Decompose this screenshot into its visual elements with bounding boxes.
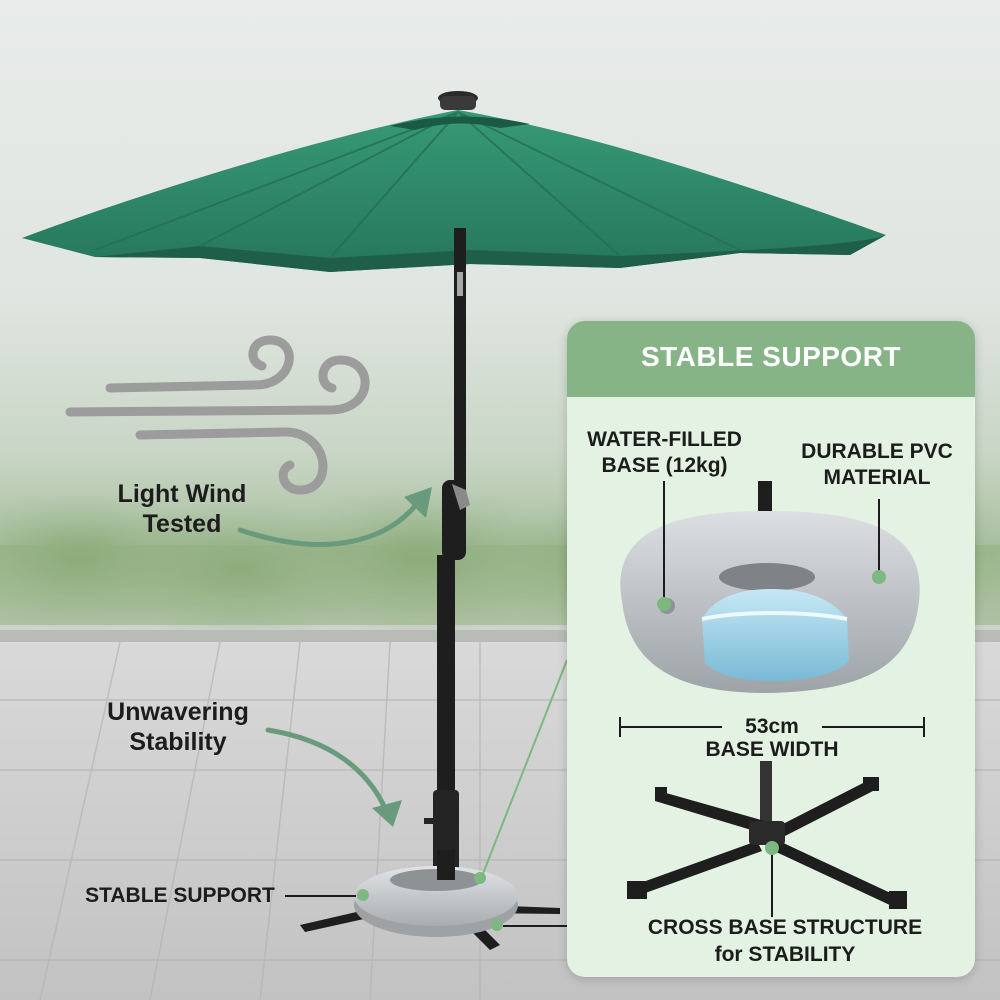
water-bag-icon bbox=[620, 481, 920, 693]
cross-base-line2: for STABILITY bbox=[714, 943, 856, 967]
durable-pvc-line2: MATERIAL bbox=[823, 465, 931, 489]
panel-title: STABLE SUPPORT bbox=[640, 341, 902, 372]
light-wind-line1: Light Wind bbox=[117, 480, 247, 508]
stable-support-panel: STABLE SUPPORT bbox=[567, 321, 975, 977]
cross-base-icon bbox=[627, 761, 907, 909]
light-wind-line2: Tested bbox=[142, 509, 222, 538]
unwavering-stability-label: Unwavering Stability bbox=[78, 698, 278, 757]
durable-pvc-line1: DURABLE PVC bbox=[801, 440, 953, 463]
durable-pvc-label: DURABLE PVC MATERIAL bbox=[782, 439, 972, 490]
unwavering-line2: Stability bbox=[129, 727, 227, 756]
umbrella-canopy bbox=[22, 91, 886, 272]
base-width-value: 53cm bbox=[722, 714, 822, 740]
cross-base-structure-label: CROSS BASE STRUCTURE for STABILITY bbox=[630, 914, 940, 969]
cross-base-line1: CROSS BASE STRUCTURE bbox=[647, 916, 923, 939]
stable-support-callout: STABLE SUPPORT bbox=[85, 884, 275, 907]
water-filled-line1: WATER-FILLED bbox=[587, 428, 742, 451]
water-bag-photo bbox=[354, 850, 518, 937]
wind-icon bbox=[65, 335, 370, 495]
base-width-label: BASE WIDTH bbox=[705, 738, 839, 761]
panel-illustration bbox=[619, 481, 925, 917]
unwavering-line1: Unwavering bbox=[107, 698, 249, 726]
water-filled-line2: BASE (12kg) bbox=[601, 453, 728, 477]
water-filled-base-label: WATER-FILLED BASE (12kg) bbox=[567, 427, 762, 478]
panel-header bbox=[567, 321, 975, 397]
curved-arrow-icon bbox=[237, 497, 423, 818]
light-wind-label: Light Wind Tested bbox=[92, 480, 272, 539]
umbrella-pole bbox=[424, 228, 470, 875]
